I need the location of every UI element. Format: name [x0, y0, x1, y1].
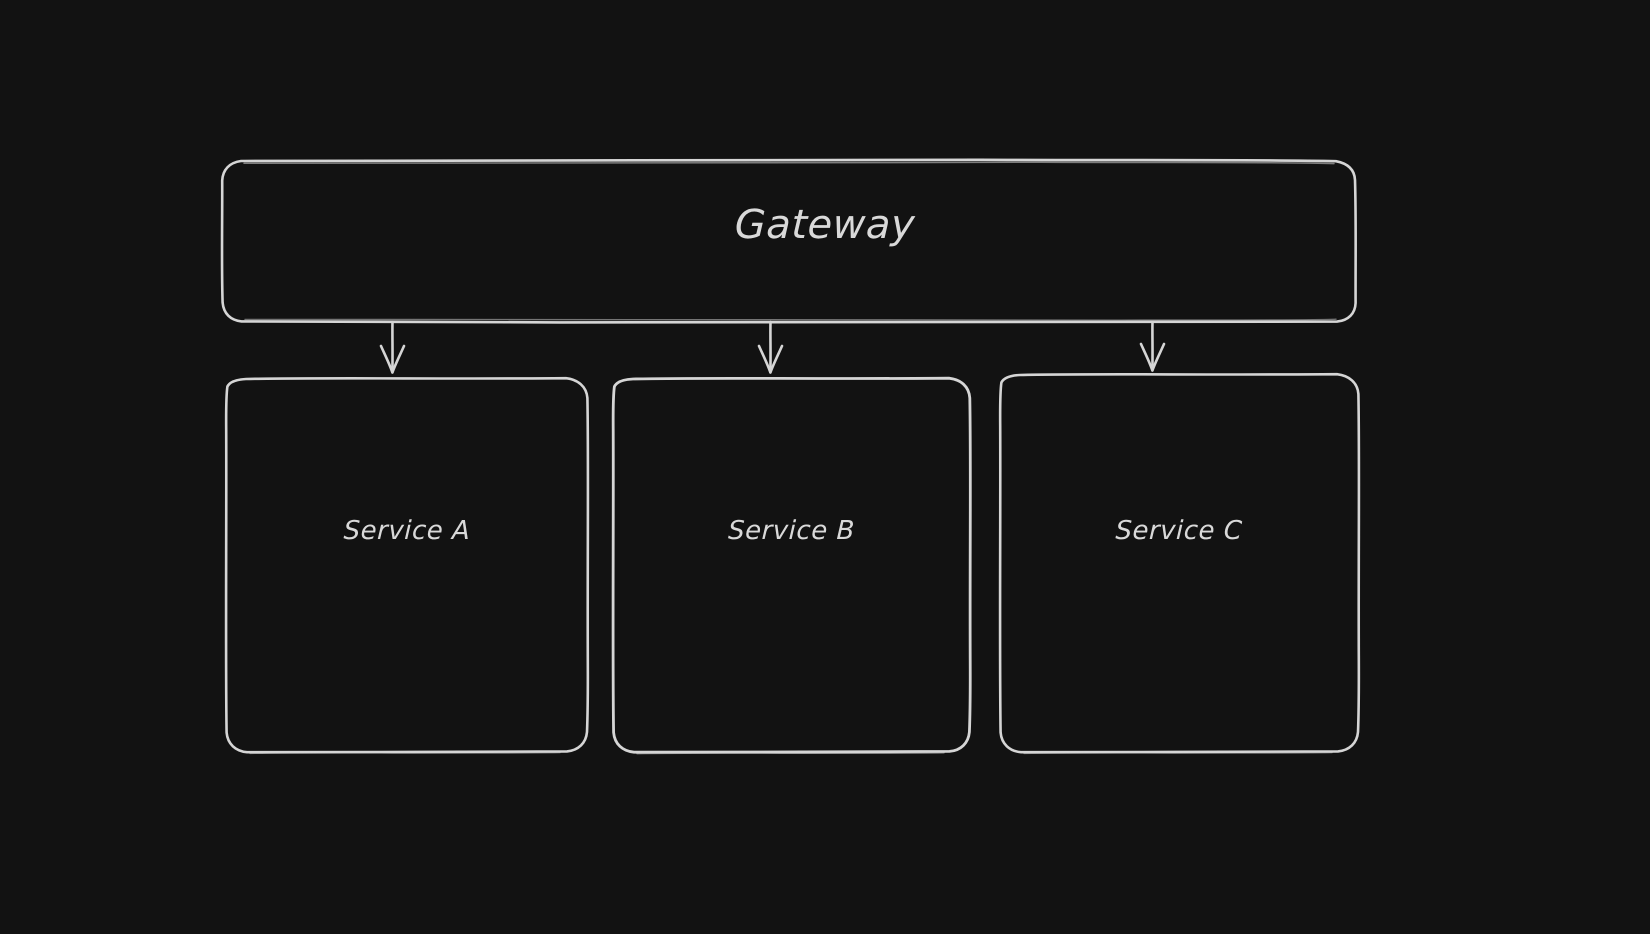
- node-service-c-outline-overstroke: [1023, 751, 1333, 755]
- node-service-b[interactable]: [611, 376, 972, 755]
- edge-gateway-to-service-a[interactable]: [379, 320, 406, 374]
- node-service-b-outline-overstroke: [636, 752, 945, 755]
- edge-gateway-to-service-b-arrowhead: [757, 344, 784, 374]
- node-service-a[interactable]: [224, 376, 590, 755]
- node-service-a-outline-overstroke: [249, 751, 561, 755]
- node-service-c-outline: [998, 372, 1361, 754]
- node-service-b-label: Service B: [727, 516, 856, 546]
- node-gateway[interactable]: [220, 158, 1357, 324]
- edge-gateway-to-service-a-arrowhead: [379, 344, 406, 374]
- edge-gateway-to-service-b[interactable]: [757, 320, 784, 374]
- node-gateway-outline-overstroke-bottom: [244, 318, 1337, 321]
- edge-gateway-to-service-c-arrowhead: [1139, 342, 1166, 372]
- node-gateway-outline: [220, 158, 1357, 324]
- node-gateway-label: Gateway: [734, 202, 916, 248]
- node-service-a-label: Service A: [343, 516, 471, 546]
- node-service-c-label: Service C: [1114, 516, 1244, 546]
- node-gateway-outline-overstroke: [243, 161, 1335, 165]
- node-service-b-outline: [611, 376, 972, 754]
- edge-gateway-to-service-c[interactable]: [1139, 320, 1166, 372]
- node-service-a-outline: [224, 376, 590, 754]
- node-service-c[interactable]: [998, 372, 1361, 755]
